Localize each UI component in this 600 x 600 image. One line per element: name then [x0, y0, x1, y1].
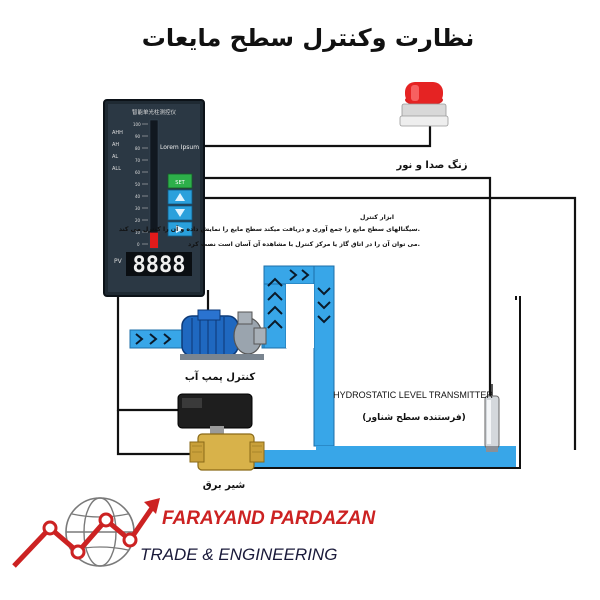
svg-text:70: 70 [135, 158, 141, 163]
globe-growth-arrow-logo [12, 497, 160, 568]
siren-label: زنگ صدا و نور [395, 159, 467, 171]
svg-text:80: 80 [135, 146, 141, 151]
svg-text:SET: SET [175, 180, 185, 186]
brand-name: FARAYAND PARDAZAN [162, 508, 376, 529]
svg-text:10: 10 [135, 230, 141, 235]
note-title: ابزار کنترل [360, 214, 394, 221]
svg-text:100: 100 [133, 122, 141, 127]
level-sensor-icon [484, 384, 500, 452]
right-arrow-icon [176, 225, 184, 233]
wire-siren-top [204, 118, 432, 148]
scale-ah: AH [112, 142, 119, 148]
brand-tagline: TRADE & ENGINEERING [140, 545, 337, 564]
svg-text:60: 60 [135, 170, 141, 175]
set-button [167, 173, 193, 189]
pump-label: کنترل پمپ آب [185, 370, 256, 383]
wire-valve-body [116, 410, 206, 456]
transmitter-label: HYDROSTATIC LEVEL TRANSMITTER [333, 390, 493, 400]
pv-label: PV [114, 258, 123, 265]
svg-text:20: 20 [135, 218, 141, 223]
note-line-2: می توان آن را در اتاق گاز یا مرکز کنترل … [188, 239, 420, 248]
wire-transmitter [204, 196, 577, 450]
transmitter-label-fa: (فرستنده سطح شناور) [362, 413, 466, 423]
siren-icon [399, 82, 449, 127]
scale-all: ALL [112, 166, 121, 172]
controller-note: ابزار کنترل سیگنالهای سطح مایع را جمع آو… [119, 214, 420, 248]
flow-arrows [135, 269, 331, 345]
level-bar [150, 232, 158, 248]
tank-water [316, 446, 516, 468]
scale-al: AL [112, 154, 118, 160]
note-line-1: سیگنالهای سطح مایع را جمع آوری و دریافت … [119, 224, 420, 233]
solenoid-valve-icon [177, 393, 265, 471]
scale-ahh: AHH [112, 130, 123, 136]
pipe-inlet [129, 329, 191, 349]
svg-text:30: 30 [135, 206, 141, 211]
svg-text:40: 40 [135, 194, 141, 199]
signal-wires [116, 118, 577, 456]
valve-label: شیر برق [203, 480, 246, 491]
digital-display: 8888 [133, 253, 186, 278]
controller-header: 智能单光柱测控仪 [132, 108, 177, 116]
down-arrow-icon [175, 209, 185, 217]
up-arrow-icon [175, 193, 185, 201]
wire-siren-right [204, 176, 492, 450]
water-pump-icon [180, 309, 267, 360]
wire-valve-coil [116, 296, 178, 412]
diagram-title: نظارت وکنترل سطح مایعات [142, 24, 474, 52]
lorem-label: Lorem Ipsum [160, 144, 199, 151]
svg-text:90: 90 [135, 134, 141, 139]
svg-text:0: 0 [137, 242, 140, 247]
svg-text:50: 50 [135, 182, 141, 187]
